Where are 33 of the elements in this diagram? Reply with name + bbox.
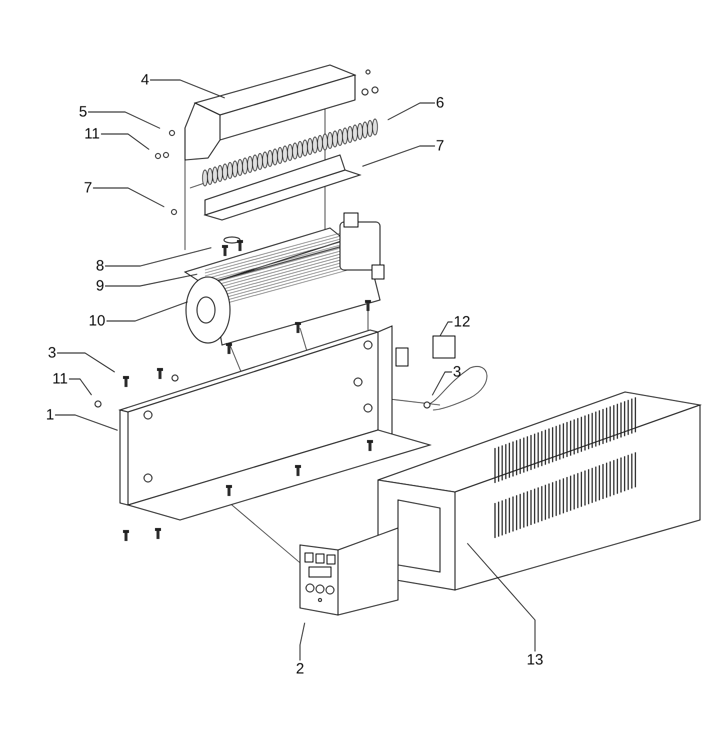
power-socket [432,336,456,358]
callout-number: 4 [140,72,150,88]
leader-line [54,414,118,431]
callout-number: 3 [48,346,56,360]
callout-number: 1 [46,408,54,422]
callout-number: 7 [436,138,444,154]
leader-line [362,146,436,167]
leader-line [68,378,92,396]
leader-line [104,247,212,266]
leader-line [440,322,453,336]
callout-number: 11 [84,126,100,142]
leader-line [56,352,116,373]
callout-number: 6 [436,96,444,110]
leader-line [387,102,436,120]
callout-number: 8 [96,258,104,274]
callout-number: 9 [96,278,104,294]
callout-number: 12 [454,314,470,330]
leader-line [300,622,306,661]
leader-line [104,274,198,286]
callout-number: 3 [452,364,462,380]
leader-line [432,372,452,396]
callout-number: 7 [84,180,92,196]
leader-line [466,542,536,652]
leader-line [106,301,188,322]
leader-line [88,112,160,129]
callout-number: 5 [78,104,88,120]
leader-line [92,188,165,208]
callout-number: 2 [296,662,304,676]
callout-number: 11 [52,372,68,386]
leader-line [100,134,150,150]
leader-line [150,80,226,98]
callout-number: 10 [88,314,106,328]
callout-number: 13 [526,652,544,668]
